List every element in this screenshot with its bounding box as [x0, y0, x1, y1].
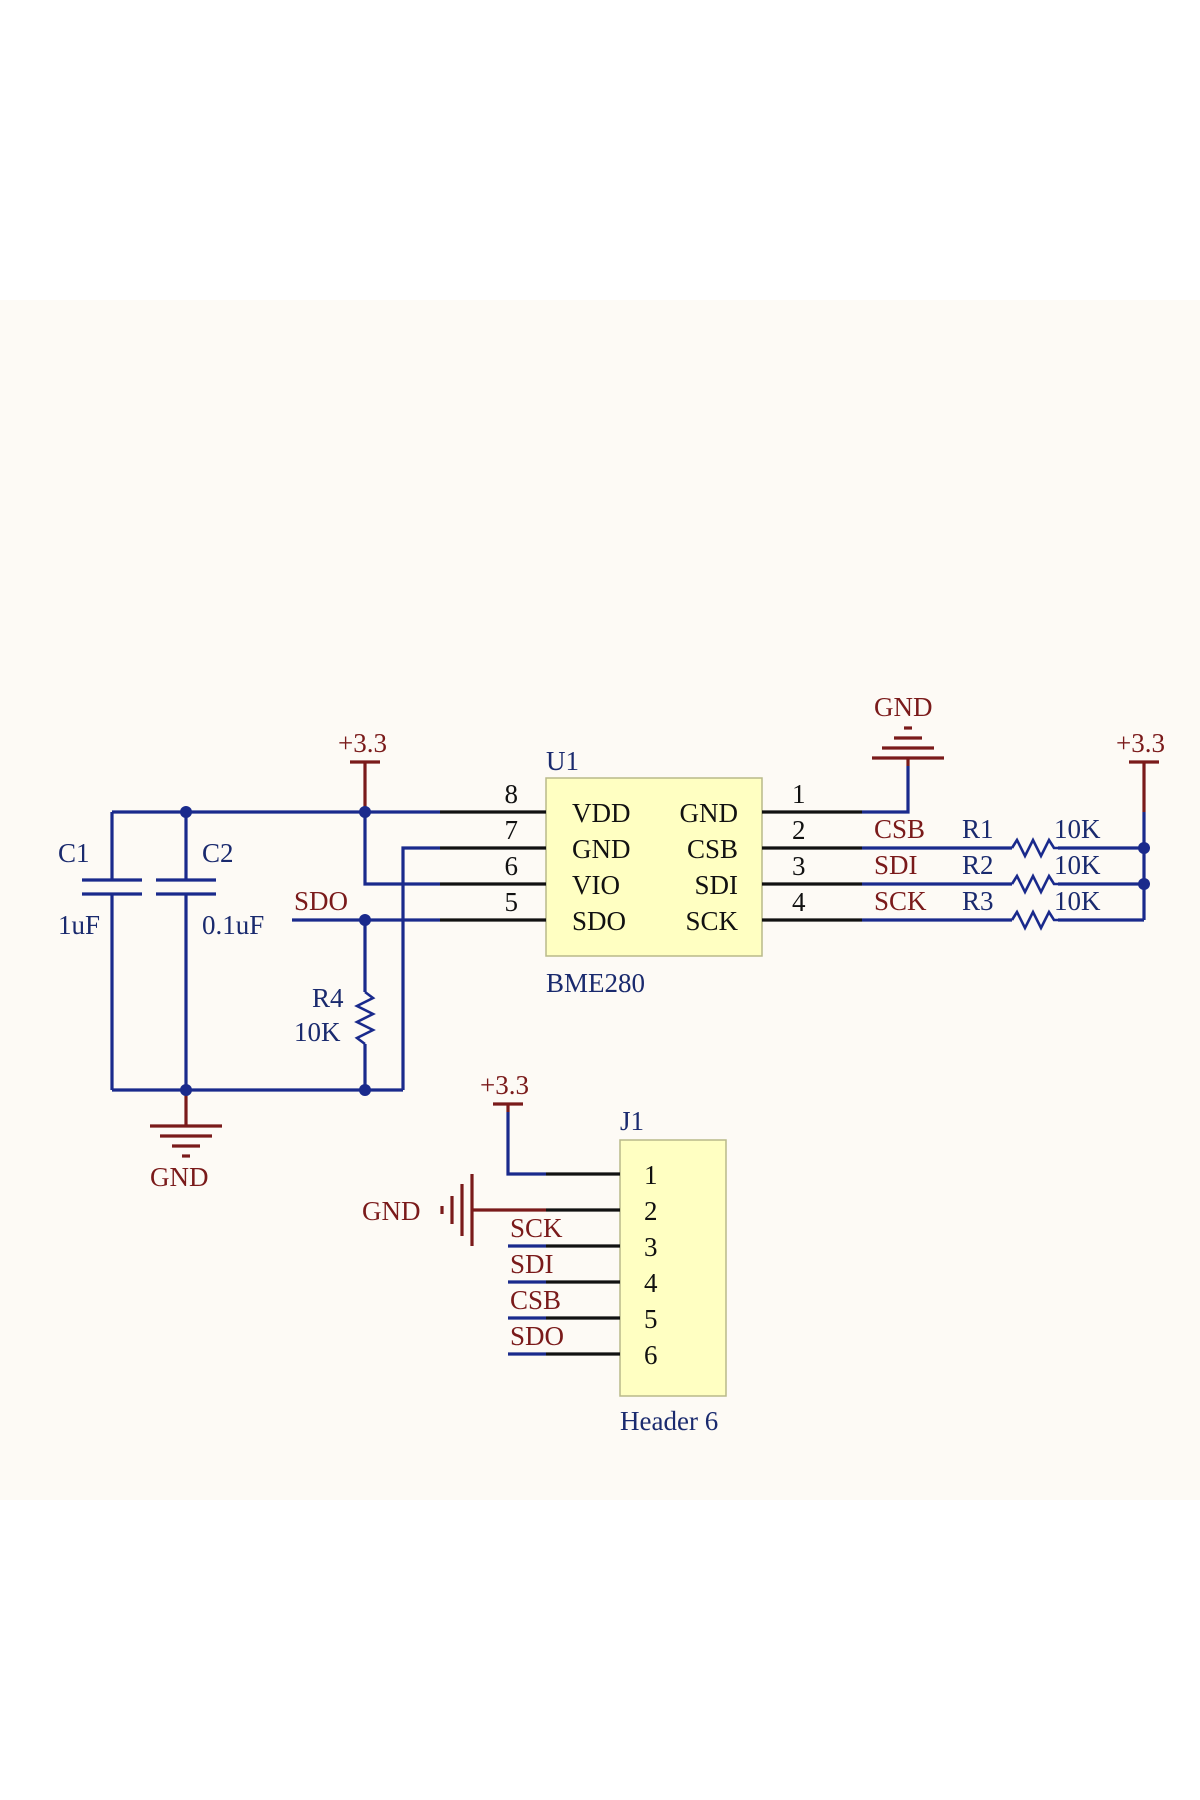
capacitor-c1 [82, 812, 142, 1090]
resistor-r4 [354, 920, 376, 1090]
r1-value: 10K [1054, 814, 1101, 844]
gnd-label-top: GND [874, 692, 933, 722]
c1-designator: C1 [58, 838, 90, 868]
u1-pin-number: 1 [792, 779, 806, 809]
j1-net-label: SDO [510, 1321, 564, 1351]
j1-pin-number: 3 [644, 1232, 658, 1262]
r2-value: 10K [1054, 850, 1101, 880]
c2-value: 0.1uF [202, 910, 264, 940]
u1-part-name: BME280 [546, 968, 645, 998]
u1-pin-number: 4 [792, 887, 806, 917]
r3-value: 10K [1054, 886, 1101, 916]
gnd-label-left: GND [150, 1162, 209, 1192]
j1-vcc-wire [506, 1112, 546, 1176]
r4-value: 10K [294, 1017, 341, 1047]
capacitor-c2 [156, 812, 216, 1090]
vcc-label-right: +3.3 [1116, 728, 1165, 758]
junction-dot [180, 806, 192, 818]
junction-dot [1138, 842, 1150, 854]
r4-designator: R4 [312, 983, 344, 1013]
j1-part-name: Header 6 [620, 1406, 718, 1436]
resistor-r3 [1010, 909, 1058, 931]
gnd-label-header: GND [362, 1196, 421, 1226]
sdo-net-label: SDO [294, 886, 348, 916]
junction-dot [180, 1084, 192, 1096]
j1-net-label: CSB [510, 1285, 561, 1315]
j1-pins [546, 1172, 620, 1356]
junction-dot [359, 1084, 371, 1096]
vcc-label-left: +3.3 [338, 728, 387, 758]
u1-pin-number: 6 [505, 851, 519, 881]
schematic-sheet: C1 1uF C2 0.1uF +3.3 SDO R4 10K GND U1 B… [0, 300, 1200, 1500]
u1-pin-name: VIO [572, 870, 620, 900]
u1-pin-number: 7 [505, 815, 519, 845]
j1-net-label: SCK [510, 1213, 563, 1243]
j1-pin-number: 5 [644, 1304, 658, 1334]
j1-net-label: SDI [510, 1249, 554, 1279]
csb-net-label: CSB [874, 814, 925, 844]
sck-net-label: SCK [874, 886, 927, 916]
ground-symbol-top [872, 726, 944, 766]
j1-header-body [619, 1139, 727, 1397]
u1-pin-name: SCK [685, 906, 738, 936]
power-port-vcc-left [350, 760, 380, 812]
sdi-net-label: SDI [874, 850, 918, 880]
gnd-pin7-wire [401, 846, 440, 1090]
u1-pin-name: GND [572, 834, 631, 864]
u1-designator: U1 [546, 746, 579, 776]
junction-dot [359, 914, 371, 926]
u1-pin-name: SDO [572, 906, 626, 936]
j1-pin-number: 4 [644, 1268, 658, 1298]
u1-pin-number: 8 [505, 779, 519, 809]
power-port-vcc-right [1129, 760, 1159, 812]
j1-designator: J1 [620, 1106, 644, 1136]
r3-designator: R3 [962, 886, 994, 916]
u1-pin-name: CSB [687, 834, 738, 864]
resistor-r1 [1010, 837, 1058, 859]
u1-pin-number: 3 [792, 851, 806, 881]
j1-pin-number: 2 [644, 1196, 658, 1226]
c1-value: 1uF [58, 910, 100, 940]
schematic-diagram: C1 1uF C2 0.1uF +3.3 SDO R4 10K GND U1 B… [58, 692, 1165, 1436]
r1-designator: R1 [962, 814, 994, 844]
u1-pin-number: 2 [792, 815, 806, 845]
j1-pin-number: 6 [644, 1340, 658, 1370]
resistor-r2 [1010, 873, 1058, 895]
junction-dot [1138, 878, 1150, 890]
ground-symbol-header [440, 1174, 474, 1246]
j1-pin-number: 1 [644, 1160, 658, 1190]
vio-net-wire [363, 812, 440, 886]
u1-chip-body [545, 777, 763, 957]
r2-designator: R2 [962, 850, 994, 880]
ground-symbol-left [150, 1090, 222, 1158]
gnd-pin1-wire [862, 766, 910, 814]
junction-dot [359, 806, 371, 818]
u1-pin-number: 5 [505, 887, 519, 917]
vcc-label-header: +3.3 [480, 1070, 529, 1100]
u1-pin-name: SDI [694, 870, 738, 900]
c2-designator: C2 [202, 838, 234, 868]
u1-pin-name: VDD [572, 798, 631, 828]
power-port-vcc-header [493, 1102, 523, 1112]
u1-pin-name: GND [680, 798, 739, 828]
